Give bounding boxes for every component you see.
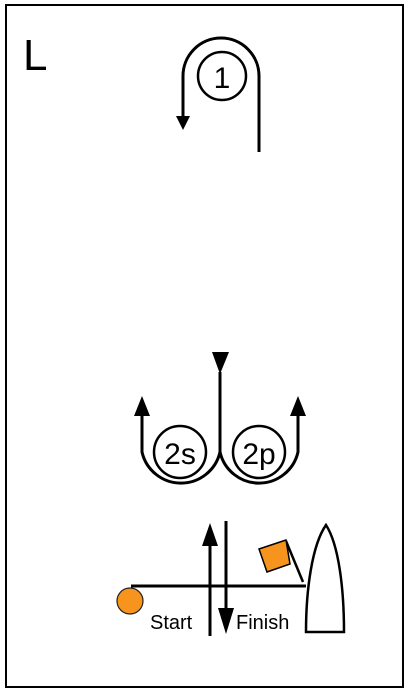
flag-pole [284,540,305,583]
windward-mark [196,50,248,102]
start-finish-group: Start Finish [116,521,346,636]
windward-rounding-path [181,36,261,152]
gate-port-label: 2p [242,438,275,471]
gate-starboard-rounding-path [140,414,222,485]
course-letter: L [23,31,47,80]
gate-starboard-arrow-icon [134,396,150,416]
windward-mark-group: 1 [176,36,261,152]
gate-starboard-mark [152,424,208,480]
windward-arrow-icon [176,116,190,130]
gate-port-mark [231,424,287,480]
leeward-gate-group: 2s 2p [134,352,306,485]
start-label: Start [150,612,193,634]
finish-label: Finish [236,612,289,634]
committee-boat-icon [304,522,346,634]
start-arrow-icon [202,523,218,546]
windward-mark-label: 1 [214,62,231,95]
gate-port-rounding-path [218,414,300,485]
gate-port-arrow-icon [290,396,306,416]
gate-approach-arrow-icon [212,352,229,374]
gate-starboard-label: 2s [164,438,196,471]
diagram-border [5,4,404,688]
pin-buoy-icon [116,587,144,615]
finish-arrow-icon [218,608,234,634]
flag-icon [258,539,291,573]
